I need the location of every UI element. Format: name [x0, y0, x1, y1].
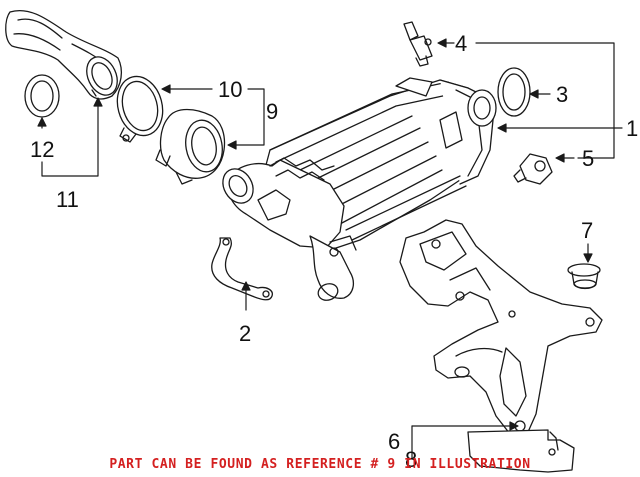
callout-4: 4: [455, 31, 468, 56]
callout-11: 11: [56, 187, 79, 212]
callout-3: 3: [556, 82, 569, 107]
callout-7: 7: [581, 218, 594, 243]
sensor-part-4: [403, 21, 433, 67]
seal-ring-part-3: [497, 67, 531, 117]
bracket-part-2: [211, 237, 273, 301]
callout-10: 10: [218, 77, 243, 102]
sensor-part-5: [513, 153, 553, 185]
callout-6: 6: [388, 429, 401, 454]
grommet-part-7: [567, 263, 601, 290]
leader-lines: [37, 38, 623, 459]
callout-12: 12: [30, 137, 55, 162]
reference-note: PART CAN BE FOUND AS REFERENCE # 9 IN IL…: [109, 457, 531, 472]
bracket-plate-part-8: [467, 429, 575, 473]
callout-9: 9: [266, 99, 279, 124]
callout-5: 5: [582, 146, 595, 171]
intercooler-part-1: [222, 77, 497, 301]
coupler-part-9: [155, 108, 226, 185]
callout-2: 2: [239, 321, 252, 346]
o-ring-part-12: [24, 74, 60, 118]
callout-1: 1: [626, 116, 639, 141]
callout-8: 8: [405, 447, 418, 472]
mount-bracket-part-6: [399, 219, 603, 435]
hose-clamp-part-10: [116, 75, 164, 143]
intake-hose-part-11: [5, 10, 123, 100]
